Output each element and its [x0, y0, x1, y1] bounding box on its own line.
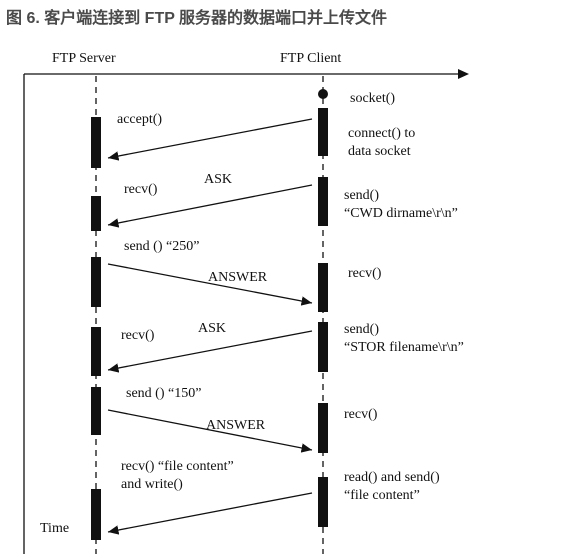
server-note-line: recv(): [124, 182, 158, 197]
client-activation-bar: [318, 263, 328, 312]
client-note: read() and send() “file content”: [344, 470, 440, 503]
server-note-line: recv(): [121, 328, 155, 343]
client-note-line: recv(): [348, 266, 382, 281]
client-header: FTP Client: [280, 51, 341, 66]
client-note-line: read() and send(): [344, 470, 440, 485]
server-notes: accept() recv() send () “250” recv() send ()…: [117, 112, 234, 492]
client-notes: socket() connect() to data socket send() “CW…: [344, 91, 464, 503]
time-axis-label: Time: [40, 521, 69, 536]
message-label: ANSWER: [208, 270, 268, 285]
message-arrow: [107, 409, 313, 453]
server-note: send () “250”: [124, 239, 199, 254]
client-activation-bar: [318, 403, 328, 453]
client-note: connect() to data socket: [348, 126, 415, 159]
message-arrow: [107, 263, 313, 306]
client-note: socket(): [350, 91, 395, 106]
client-activation-bar: [318, 177, 328, 226]
client-note-line: “file content”: [344, 488, 420, 503]
message-label: ASK: [198, 321, 226, 336]
server-note: recv(): [124, 182, 158, 197]
client-activation-bar: [318, 108, 328, 156]
client-note-line: socket(): [350, 91, 395, 106]
server-activation-bar: [91, 257, 101, 307]
server-activation-bar: [91, 387, 101, 435]
message-arrow: [107, 184, 313, 228]
server-header: FTP Server: [52, 51, 116, 66]
server-note-line: and write(): [121, 477, 183, 492]
server-activation-bar: [91, 327, 101, 376]
server-note-line: recv() “file content”: [121, 459, 234, 474]
client-activation-bar: [318, 322, 328, 372]
server-note-line: send () “150”: [126, 386, 201, 401]
client-note: recv(): [344, 407, 378, 422]
client-note: recv(): [348, 266, 382, 281]
server-activation-bar: [91, 117, 101, 168]
client-note-line: send(): [344, 322, 379, 337]
server-activation-bar: [91, 196, 101, 231]
message-label: ASK: [204, 172, 232, 187]
server-note-line: send () “250”: [124, 239, 199, 254]
client-note-line: “STOR filename\r\n”: [344, 340, 464, 355]
message-label: ANSWER: [206, 418, 266, 433]
message-arrows: ASK ANSWER ASK ANSWER: [107, 118, 313, 535]
client-note-line: recv(): [344, 407, 378, 422]
client-note-line: data socket: [348, 144, 411, 159]
server-activation-bar: [91, 489, 101, 540]
client-start-dot: [318, 89, 328, 99]
message-arrow: [107, 118, 313, 161]
message-arrow: [107, 492, 313, 535]
server-note-line: accept(): [117, 112, 162, 127]
server-note: recv(): [121, 328, 155, 343]
server-note: accept(): [117, 112, 162, 127]
top-axis-arrowhead: [458, 69, 469, 79]
client-note: send() “CWD dirname\r\n”: [344, 188, 458, 221]
server-note: recv() “file content” and write(): [121, 459, 234, 492]
client-note-line: “CWD dirname\r\n”: [344, 206, 458, 221]
client-note: send() “STOR filename\r\n”: [344, 322, 464, 355]
client-note-line: connect() to: [348, 126, 415, 141]
server-note: send () “150”: [126, 386, 201, 401]
message-arrow: [107, 330, 313, 373]
client-note-line: send(): [344, 188, 379, 203]
client-activation-bar: [318, 477, 328, 527]
figure-title: 图 6. 客户端连接到 FTP 服务器的数据端口并上传文件: [6, 10, 388, 27]
